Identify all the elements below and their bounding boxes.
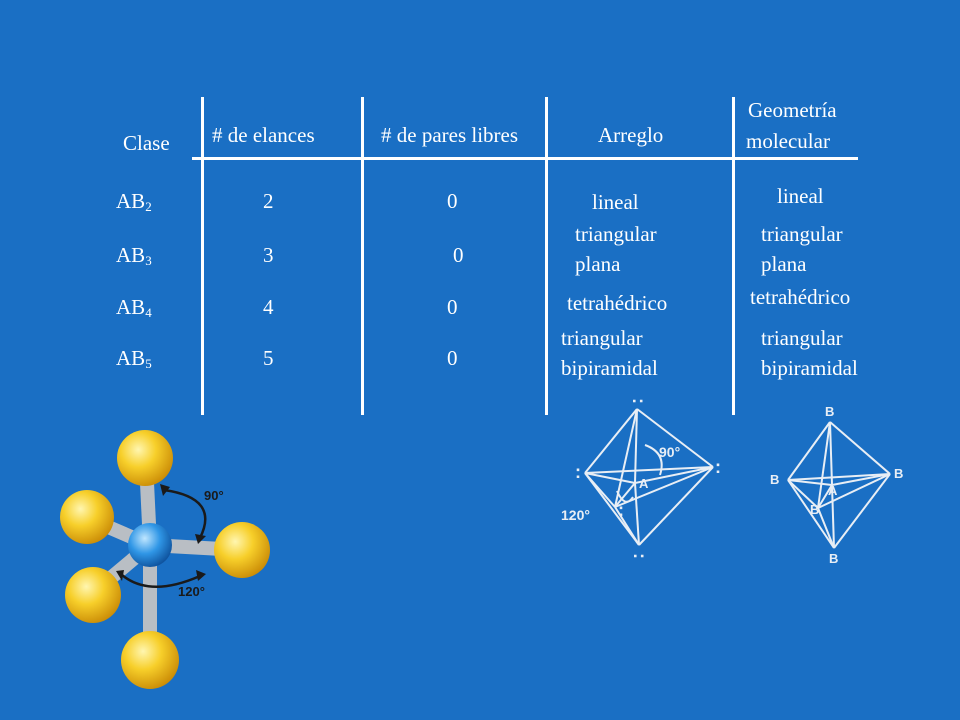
row-arreglo-line2: bipiramidal [561,356,658,380]
row-enlaces: 3 [263,243,274,267]
ligand-label: B [825,404,834,419]
arrangement-diagram: : : : : : A 90° 120° [561,398,721,559]
row-clase: AB3 [116,243,152,268]
row-enlaces: 4 [263,295,274,319]
lone-pair: : [715,457,721,477]
column-divider-1 [201,97,204,415]
header-divider [192,157,858,160]
header-geometria-line1: Geometría [748,98,837,122]
angle-arc-120 [121,574,201,588]
row-clase: AB4 [116,295,152,320]
angle-label-120: 120° [561,507,590,523]
atom-equatorial-left [60,490,114,544]
row-geometria-line1: triangular [761,222,843,246]
atom-equatorial-right [214,522,270,578]
ligand-label: B [810,502,819,517]
row-enlaces: 2 [263,189,274,213]
row-pares: 0 [447,189,458,213]
arrowhead [160,484,170,496]
row-pares: 0 [447,346,458,370]
geometry-diagram: B B B B B A [770,404,903,566]
atom-axial-top [117,430,173,486]
lone-pair: : [575,462,581,482]
row-clase: AB2 [116,189,152,214]
angle-label-120: 120° [178,584,205,599]
header-arreglo: Arreglo [598,123,664,147]
column-divider-3 [545,97,548,415]
row-geometria: lineal [777,184,824,208]
center-label: A [828,483,838,498]
ligand-label: B [894,466,903,481]
row-arreglo-line2: plana [575,252,621,276]
arrowhead [196,570,206,581]
header-pares-libres: # de pares libres [381,123,519,147]
atom-axial-bottom [121,631,179,689]
column-divider-4 [732,97,735,415]
row-geometria: tetrahédrico [750,285,851,309]
angle-label-90: 90° [204,488,224,503]
header-geometria-line2: molecular [746,129,830,153]
row-geometria-line2: bipiramidal [761,356,858,380]
row-clase: AB5 [116,346,152,371]
header-clase: Clase [123,131,170,155]
angle-label-90: 90° [659,444,680,460]
header-enlaces: # de elances [212,123,315,147]
angle-arc-90 [163,488,207,539]
row-arreglo-line1: triangular [561,326,643,350]
lone-pair: : [630,553,650,559]
ligand-label: B [829,551,838,566]
row-pares: 0 [453,243,464,267]
ball-and-stick-model: 90° 120° [60,430,270,689]
row-geometria-line1: triangular [761,326,843,350]
atom-equatorial-lower-left [65,567,121,623]
arrowhead [195,534,206,544]
lone-pair: : [629,398,649,404]
atom-center [128,523,172,567]
ligand-label: B [770,472,779,487]
row-enlaces: 5 [263,346,274,370]
lone-pair: : [618,500,624,520]
row-pares: 0 [447,295,458,319]
arrowhead [116,570,124,581]
row-geometria-line2: plana [761,252,807,276]
column-divider-2 [361,97,364,415]
center-label: A [639,476,649,491]
row-arreglo: lineal [592,190,639,214]
row-arreglo-line1: triangular [575,222,657,246]
row-arreglo: tetrahédrico [567,291,668,315]
